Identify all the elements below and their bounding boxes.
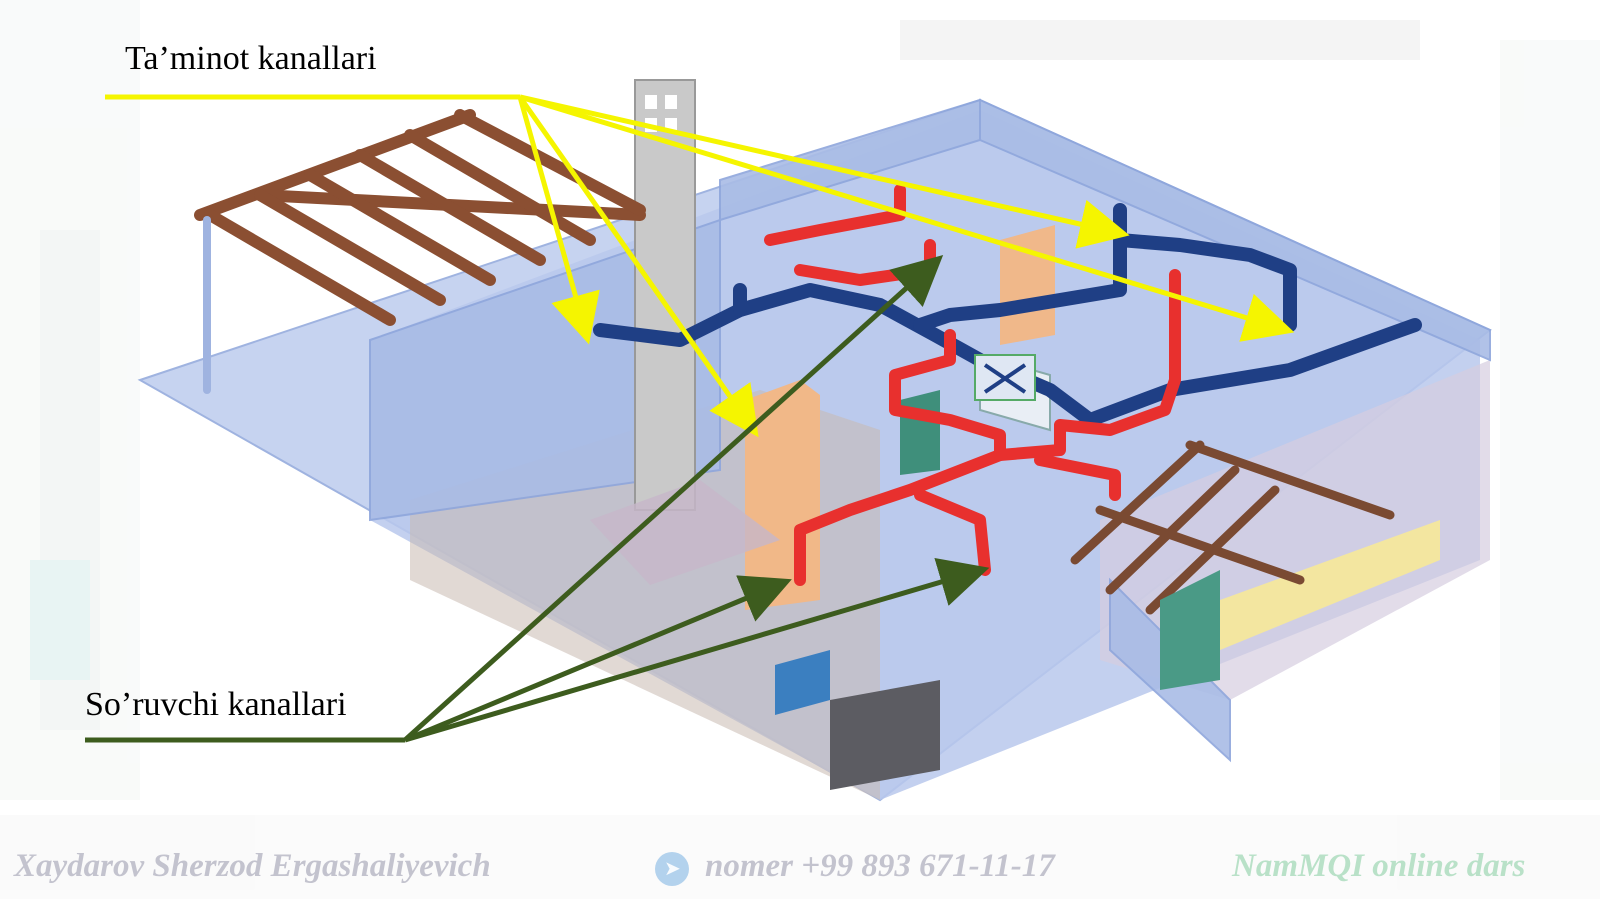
telegram-icon: ➤ <box>655 852 689 886</box>
exhaust-arrowhead-icon <box>404 575 792 743</box>
exhaust-ducts-label: So’ruvchi kanallari <box>85 686 347 723</box>
pergola-right <box>1070 440 1395 615</box>
supply-arrowhead-icon <box>519 94 1130 249</box>
ventilation-unit <box>974 354 1036 401</box>
footer-course: NamMQI online dars <box>1232 848 1526 884</box>
footer-phone: nomer +99 893 671-11-17 <box>705 848 1055 884</box>
supply-arrows <box>105 94 1295 438</box>
exhaust-arrowhead-icon <box>404 557 990 743</box>
supply-arrowhead-icon <box>517 96 600 345</box>
supply-arrowhead-icon <box>517 95 759 438</box>
supply-arrowhead-icon <box>519 94 1295 342</box>
supply-ducts-label: Ta’minot kanallari <box>125 40 377 77</box>
chimney <box>634 79 696 511</box>
exhaust-arrows <box>85 254 990 743</box>
house-walls <box>369 98 1491 763</box>
pergola-left <box>194 109 646 394</box>
footer-author: Xaydarov Sherzod Ergashaliyevich <box>14 848 491 884</box>
exhaust-arrowhead-icon <box>403 254 944 742</box>
